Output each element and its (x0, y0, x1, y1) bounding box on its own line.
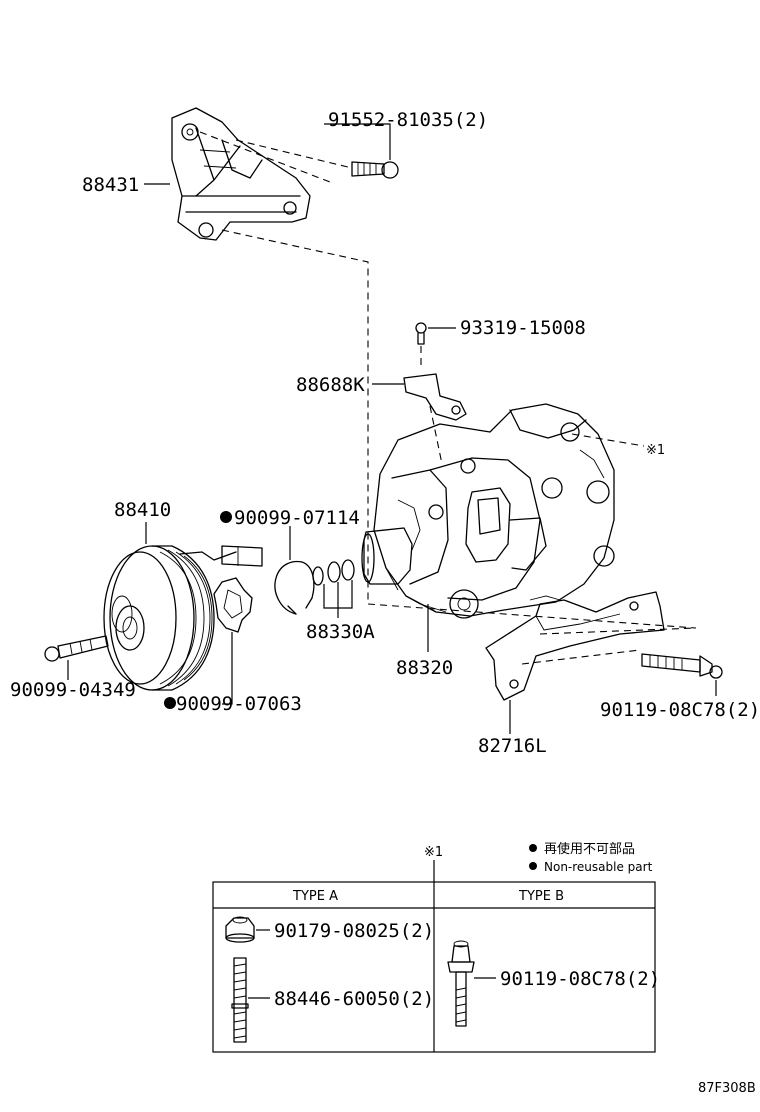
stud-88446-drawing (231, 957, 249, 1043)
nonreusable-dot-07063 (164, 697, 176, 709)
legend-nonreusable-en: Non-reusable part (544, 860, 653, 874)
bracket-88688k-drawing (403, 373, 467, 421)
callout-91552: 91552-81035(2) (328, 109, 488, 131)
callout-90099-07114: 90099-07114 (234, 507, 360, 529)
note-ref-1: ※1 (646, 443, 665, 458)
bracket-82716l-drawing (485, 591, 665, 701)
nut-90179-drawing (225, 916, 255, 943)
snapring-90099-07114-drawing (274, 560, 315, 615)
table-callout-90179: 90179-08025(2) (274, 920, 434, 942)
callout-88410: 88410 (114, 499, 171, 521)
legend-ref-1: ※1 (424, 845, 443, 860)
callout-88688k: 88688K (296, 374, 365, 396)
legend-nonreusable-ja: 再使用不可部品 (544, 841, 635, 857)
callout-93319: 93319-15008 (460, 317, 586, 339)
bolt-90119-drawing (641, 653, 723, 679)
callout-90099-04349: 90099-04349 (10, 679, 136, 701)
callout-88330a: 88330A (306, 621, 375, 643)
callout-90119-right: 90119-08C78(2) (600, 699, 760, 721)
table-callout-90119: 90119-08C78(2) (500, 968, 660, 990)
compressor-88320-drawing (361, 403, 615, 619)
bracket-88431-drawing (171, 107, 311, 241)
bolt-91552-drawing (351, 161, 399, 179)
figure-code: 87F308B (698, 1081, 756, 1096)
clutch-88410-drawing (103, 545, 263, 691)
bolt-90099-04349-drawing (44, 635, 109, 662)
table-callout-88446: 88446-60050(2) (274, 988, 434, 1010)
table-header-type-a: TYPE A (292, 889, 338, 904)
nonreusable-dot-07114 (220, 511, 232, 523)
callout-82716l: 82716L (478, 735, 547, 757)
type-table (212, 881, 656, 1053)
callout-88431: 88431 (82, 174, 139, 196)
callout-90099-07063: 90099-07063 (176, 693, 302, 715)
callout-88320: 88320 (396, 657, 453, 679)
orings-88330a-drawing (312, 559, 355, 586)
table-header-type-b: TYPE B (518, 889, 564, 904)
legend-dot-ja (529, 844, 537, 852)
screw-93319-drawing (415, 322, 427, 345)
bolt-90119-typeb-drawing (447, 940, 475, 1027)
shim-90099-07063-drawing (213, 577, 253, 633)
legend-dot-en (529, 862, 537, 870)
